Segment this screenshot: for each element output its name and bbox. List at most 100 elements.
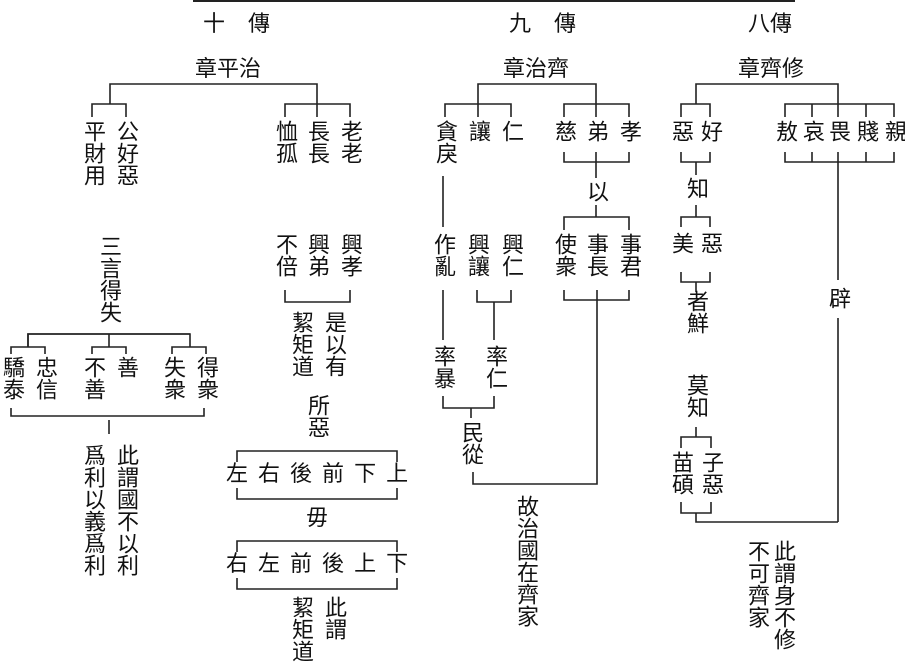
header-eight: 八傳 — [748, 12, 793, 37]
dir-char: 前 — [290, 552, 319, 577]
node-miao-shuo: 苗碩 — [668, 451, 693, 495]
node-wu: 毋 — [306, 506, 329, 531]
connector — [91, 346, 127, 354]
node-ao: 敖 — [772, 120, 797, 142]
header-ten: 十 傳 — [203, 12, 278, 37]
connector — [680, 436, 712, 448]
node-rang: 讓 — [465, 120, 490, 142]
connector — [236, 488, 398, 500]
node-lao-lao: 老老 — [337, 120, 362, 164]
connector — [442, 396, 495, 409]
connector — [236, 578, 398, 590]
connector — [236, 450, 398, 462]
node-pi: 辟 — [825, 287, 850, 309]
dir-char: 後 — [322, 552, 351, 577]
row-directions-1: 左右後前下上 — [226, 462, 414, 487]
chapter-title-nine: 章治齊 — [503, 57, 570, 82]
node-wei-li-yi-yi: 爲利以義爲利 — [80, 444, 105, 576]
connector — [784, 103, 895, 117]
node-mei: 美 — [668, 232, 693, 254]
connector — [680, 272, 711, 283]
node-xiao: 孝 — [616, 120, 641, 142]
node-shi-jun: 事君 — [616, 233, 641, 277]
node-shi-zhong-2: 使衆 — [551, 233, 576, 277]
connector — [784, 152, 895, 163]
node-ren: 仁 — [498, 120, 523, 142]
node-bu-shan: 不善 — [80, 356, 105, 400]
node-qin: 親 — [881, 120, 905, 142]
node-zi-e: 子惡 — [698, 451, 723, 495]
node-wei: 畏 — [825, 120, 850, 142]
node-xu-gu: 恤孤 — [272, 120, 297, 164]
node-shuai-ren: 率仁 — [482, 345, 507, 389]
node-ci-wei-shen: 此謂身不修 — [770, 540, 795, 650]
dir-char: 前 — [322, 462, 351, 487]
connector — [695, 513, 838, 523]
node-gong-hao-wu: 公好惡 — [113, 120, 138, 186]
dir-char: 左 — [226, 462, 255, 487]
node-jiao-tai: 驕泰 — [0, 356, 24, 400]
dir-char: 上 — [386, 462, 415, 487]
connector — [695, 83, 839, 104]
header-nine: 九 傳 — [509, 12, 584, 37]
node-ci: 慈 — [551, 120, 576, 142]
node-tan-li: 貪戾 — [432, 120, 457, 164]
node-shi-zhang: 事長 — [583, 233, 608, 277]
node-zhi: 知 — [683, 177, 708, 199]
node-jie-ju-dao-final: 絜矩道 — [288, 596, 313, 662]
connector — [680, 103, 711, 117]
node-suo-wu: 所惡 — [304, 394, 329, 438]
node-xing-rang: 興讓 — [464, 233, 489, 277]
connector — [10, 346, 46, 354]
node-shan: 善 — [113, 356, 138, 378]
dir-char: 上 — [354, 552, 383, 577]
connector — [680, 216, 711, 227]
node-ci-wei: 此謂 — [321, 596, 346, 640]
chapter-title-eight: 章齊修 — [738, 57, 805, 82]
node-e: 惡 — [697, 232, 722, 254]
node-three-words: 三言得失 — [96, 235, 121, 323]
node-zhe-xian: 者鮮 — [683, 290, 708, 334]
node-di: 弟 — [583, 120, 608, 142]
connector — [236, 540, 398, 552]
node-shi-yi-you: 是以有 — [321, 311, 346, 377]
node-gu-zhi-guo: 故治國在齊家 — [513, 495, 538, 627]
node-wu-e: 惡 — [668, 120, 693, 142]
node-bu-bei: 不倍 — [272, 233, 297, 277]
node-hao: 好 — [697, 120, 722, 142]
connector — [680, 502, 712, 514]
dir-char: 下 — [354, 462, 383, 487]
node-mo-zhi: 莫知 — [683, 374, 708, 418]
node-ci-wei-guo: 此謂國不以利 — [113, 444, 138, 576]
node-ping-cai-yong: 平財用 — [80, 120, 105, 186]
node-zhang-zhang: 長長 — [304, 120, 329, 164]
dir-char: 後 — [290, 462, 319, 487]
connector — [472, 290, 598, 485]
row-directions-2: 右左前後上下 — [226, 552, 414, 577]
connector — [680, 152, 711, 163]
chapter-title-ten: 章平治 — [195, 57, 262, 82]
node-shi-zhong: 失衆 — [160, 356, 185, 400]
connector — [91, 103, 127, 117]
node-de-zhong: 得衆 — [193, 356, 218, 400]
connector — [109, 83, 318, 104]
node-zuo-luan: 作亂 — [430, 233, 455, 277]
connector — [476, 290, 512, 303]
node-jie-ju-dao: 絜矩道 — [288, 311, 313, 377]
node-xing-xiao: 興孝 — [337, 233, 362, 277]
connector — [563, 216, 630, 230]
connector — [477, 83, 597, 104]
dir-char: 右 — [258, 462, 287, 487]
dir-char: 下 — [386, 552, 415, 577]
node-zhong-xin: 忠信 — [32, 356, 57, 400]
dir-char: 右 — [226, 552, 255, 577]
node-shuai-bao: 率暴 — [430, 345, 455, 389]
connector — [284, 290, 351, 303]
node-jian: 賤 — [853, 120, 878, 142]
node-xing-ti: 興弟 — [304, 233, 329, 277]
node-min-cong: 民從 — [458, 421, 483, 465]
connector — [171, 346, 207, 354]
node-xing-ren: 興仁 — [498, 233, 523, 277]
connector — [10, 408, 205, 417]
